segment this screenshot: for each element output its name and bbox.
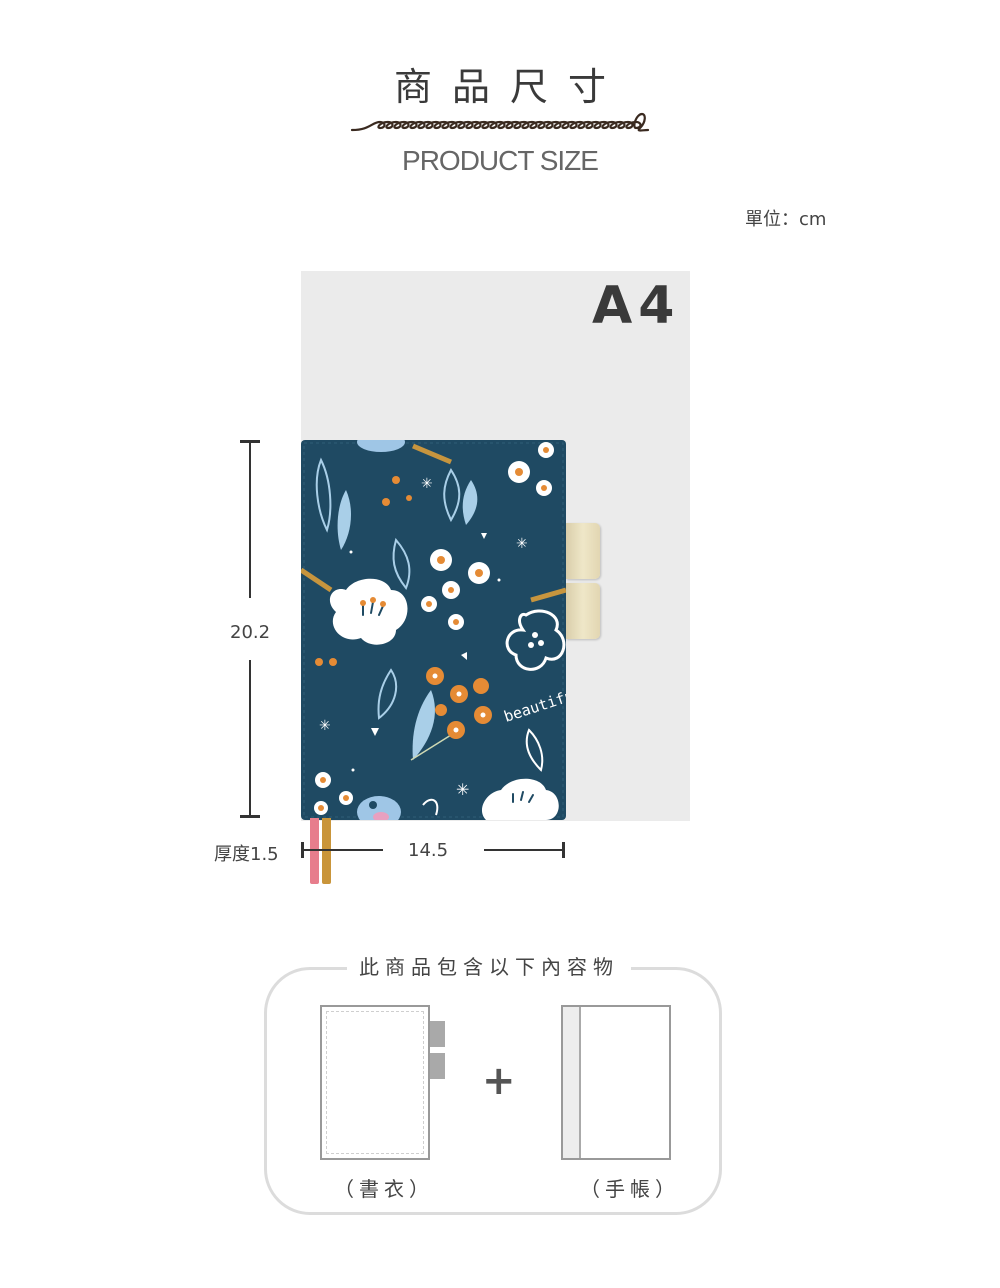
height-dimension-cap-bottom: [240, 815, 260, 818]
height-dimension-line-lower: [249, 660, 251, 817]
width-dimension-cap-right: [562, 842, 565, 858]
thickness-label: 厚度1.5: [214, 844, 279, 865]
cover-tab-icon-bottom: [430, 1053, 445, 1079]
squiggle-decoration: [350, 112, 650, 132]
width-dimension-line-right: [484, 849, 564, 851]
unit-label: 單位：cm: [745, 209, 827, 230]
cover-tab-icon-top: [430, 1021, 445, 1047]
contents-title: 此商品包含以下內容物: [347, 951, 631, 980]
height-value: 20.2: [230, 622, 271, 643]
svg-text:✳: ✳: [319, 718, 331, 734]
caption-planner: （手帳）: [580, 1177, 680, 1201]
width-dimension-line-left: [301, 849, 383, 851]
caption-cover: （書衣）: [334, 1177, 434, 1201]
bookmark-ribbon-gold: [322, 818, 331, 884]
page-title: 商品尺寸: [393, 65, 626, 109]
plus-sign: +: [482, 1058, 516, 1104]
svg-text:✳: ✳: [456, 780, 469, 799]
pen-loop-tab-bottom: [566, 583, 600, 639]
height-dimension-line-upper: [249, 441, 251, 598]
a4-label: A4: [592, 276, 681, 336]
svg-text:✳: ✳: [516, 536, 528, 552]
book-cover-icon: [320, 1005, 430, 1160]
page-subtitle: PRODUCT SIZE: [402, 145, 599, 176]
bookmark-ribbon-pink: [310, 818, 319, 884]
book-cover-illustration: ✳ ✳ ✳ ✳ beautiful: [301, 440, 566, 820]
pen-loop-tab-top: [566, 523, 600, 579]
svg-text:✳: ✳: [421, 476, 433, 492]
planner-icon: [561, 1005, 671, 1160]
width-value: 14.5: [408, 840, 449, 861]
